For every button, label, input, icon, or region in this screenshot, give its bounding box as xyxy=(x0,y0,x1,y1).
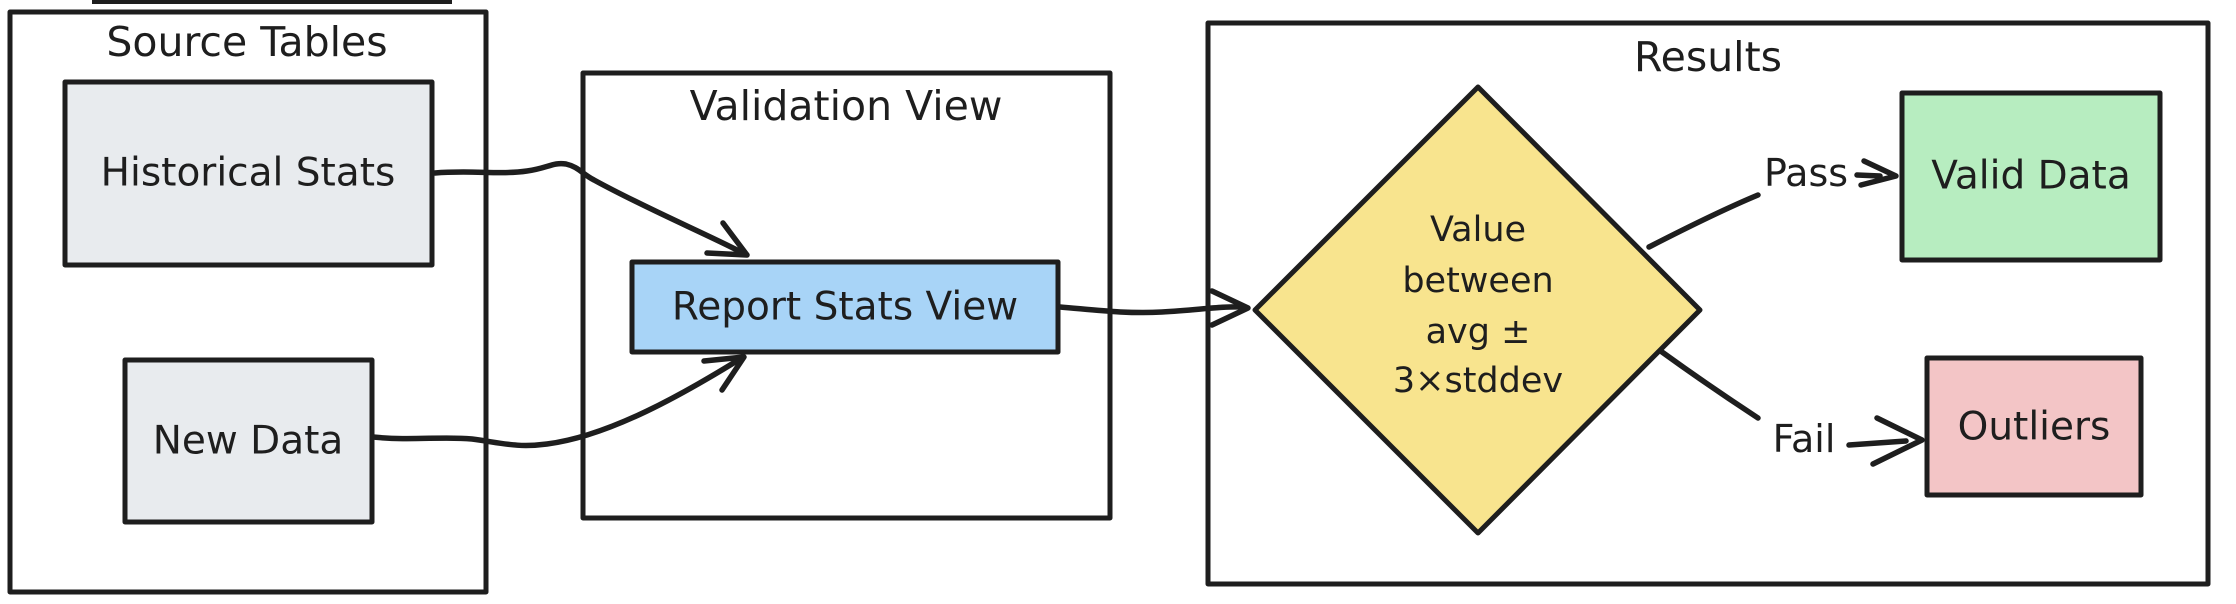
edge-historical-to-view xyxy=(432,160,744,255)
report-stats-view-node xyxy=(629,259,1061,355)
validation-view-title: Validation View xyxy=(690,82,1003,130)
report-stats-view-label: Report Stats View xyxy=(672,285,1018,330)
outliers-node xyxy=(1924,355,2144,498)
historical-stats-node xyxy=(62,79,435,268)
results-title: Results xyxy=(1634,33,1782,81)
edge-pass-arrow-shaft xyxy=(1854,172,1883,179)
edge-view-to-decision xyxy=(1057,304,1245,316)
decision-label-line-2: between xyxy=(1402,261,1553,301)
decision-label-line-3: avg ± xyxy=(1426,312,1531,352)
edge-pass-line xyxy=(1646,192,1761,250)
edge-fail-line xyxy=(1659,349,1761,421)
edge-historical-to-view-arrowhead xyxy=(704,220,750,258)
fail-label: Fail xyxy=(1773,417,1836,461)
edge-fail-arrowhead xyxy=(1870,415,1925,467)
source-tables-title: Source Tables xyxy=(106,18,387,66)
decision-label-line-4: 3×stddev xyxy=(1393,361,1563,401)
valid-data-label: Valid Data xyxy=(1931,154,2131,199)
decision-label-line-1: Value xyxy=(1430,210,1526,250)
edge-newdata-to-view-arrowhead xyxy=(701,354,747,393)
decision-diamond xyxy=(1252,84,1703,536)
new-data-node xyxy=(122,357,375,525)
outliers-label: Outliers xyxy=(1958,405,2111,450)
historical-stats-label: Historical Stats xyxy=(101,151,396,196)
pass-label: Pass xyxy=(1764,151,1848,195)
new-data-label: New Data xyxy=(153,419,344,464)
edge-view-to-decision-arrowhead xyxy=(1209,288,1251,328)
edge-pass-arrowhead xyxy=(1858,158,1899,188)
edge-newdata-to-view xyxy=(370,356,743,449)
edge-fail-arrow-shaft xyxy=(1846,438,1909,448)
valid-data-node xyxy=(1899,90,2163,263)
